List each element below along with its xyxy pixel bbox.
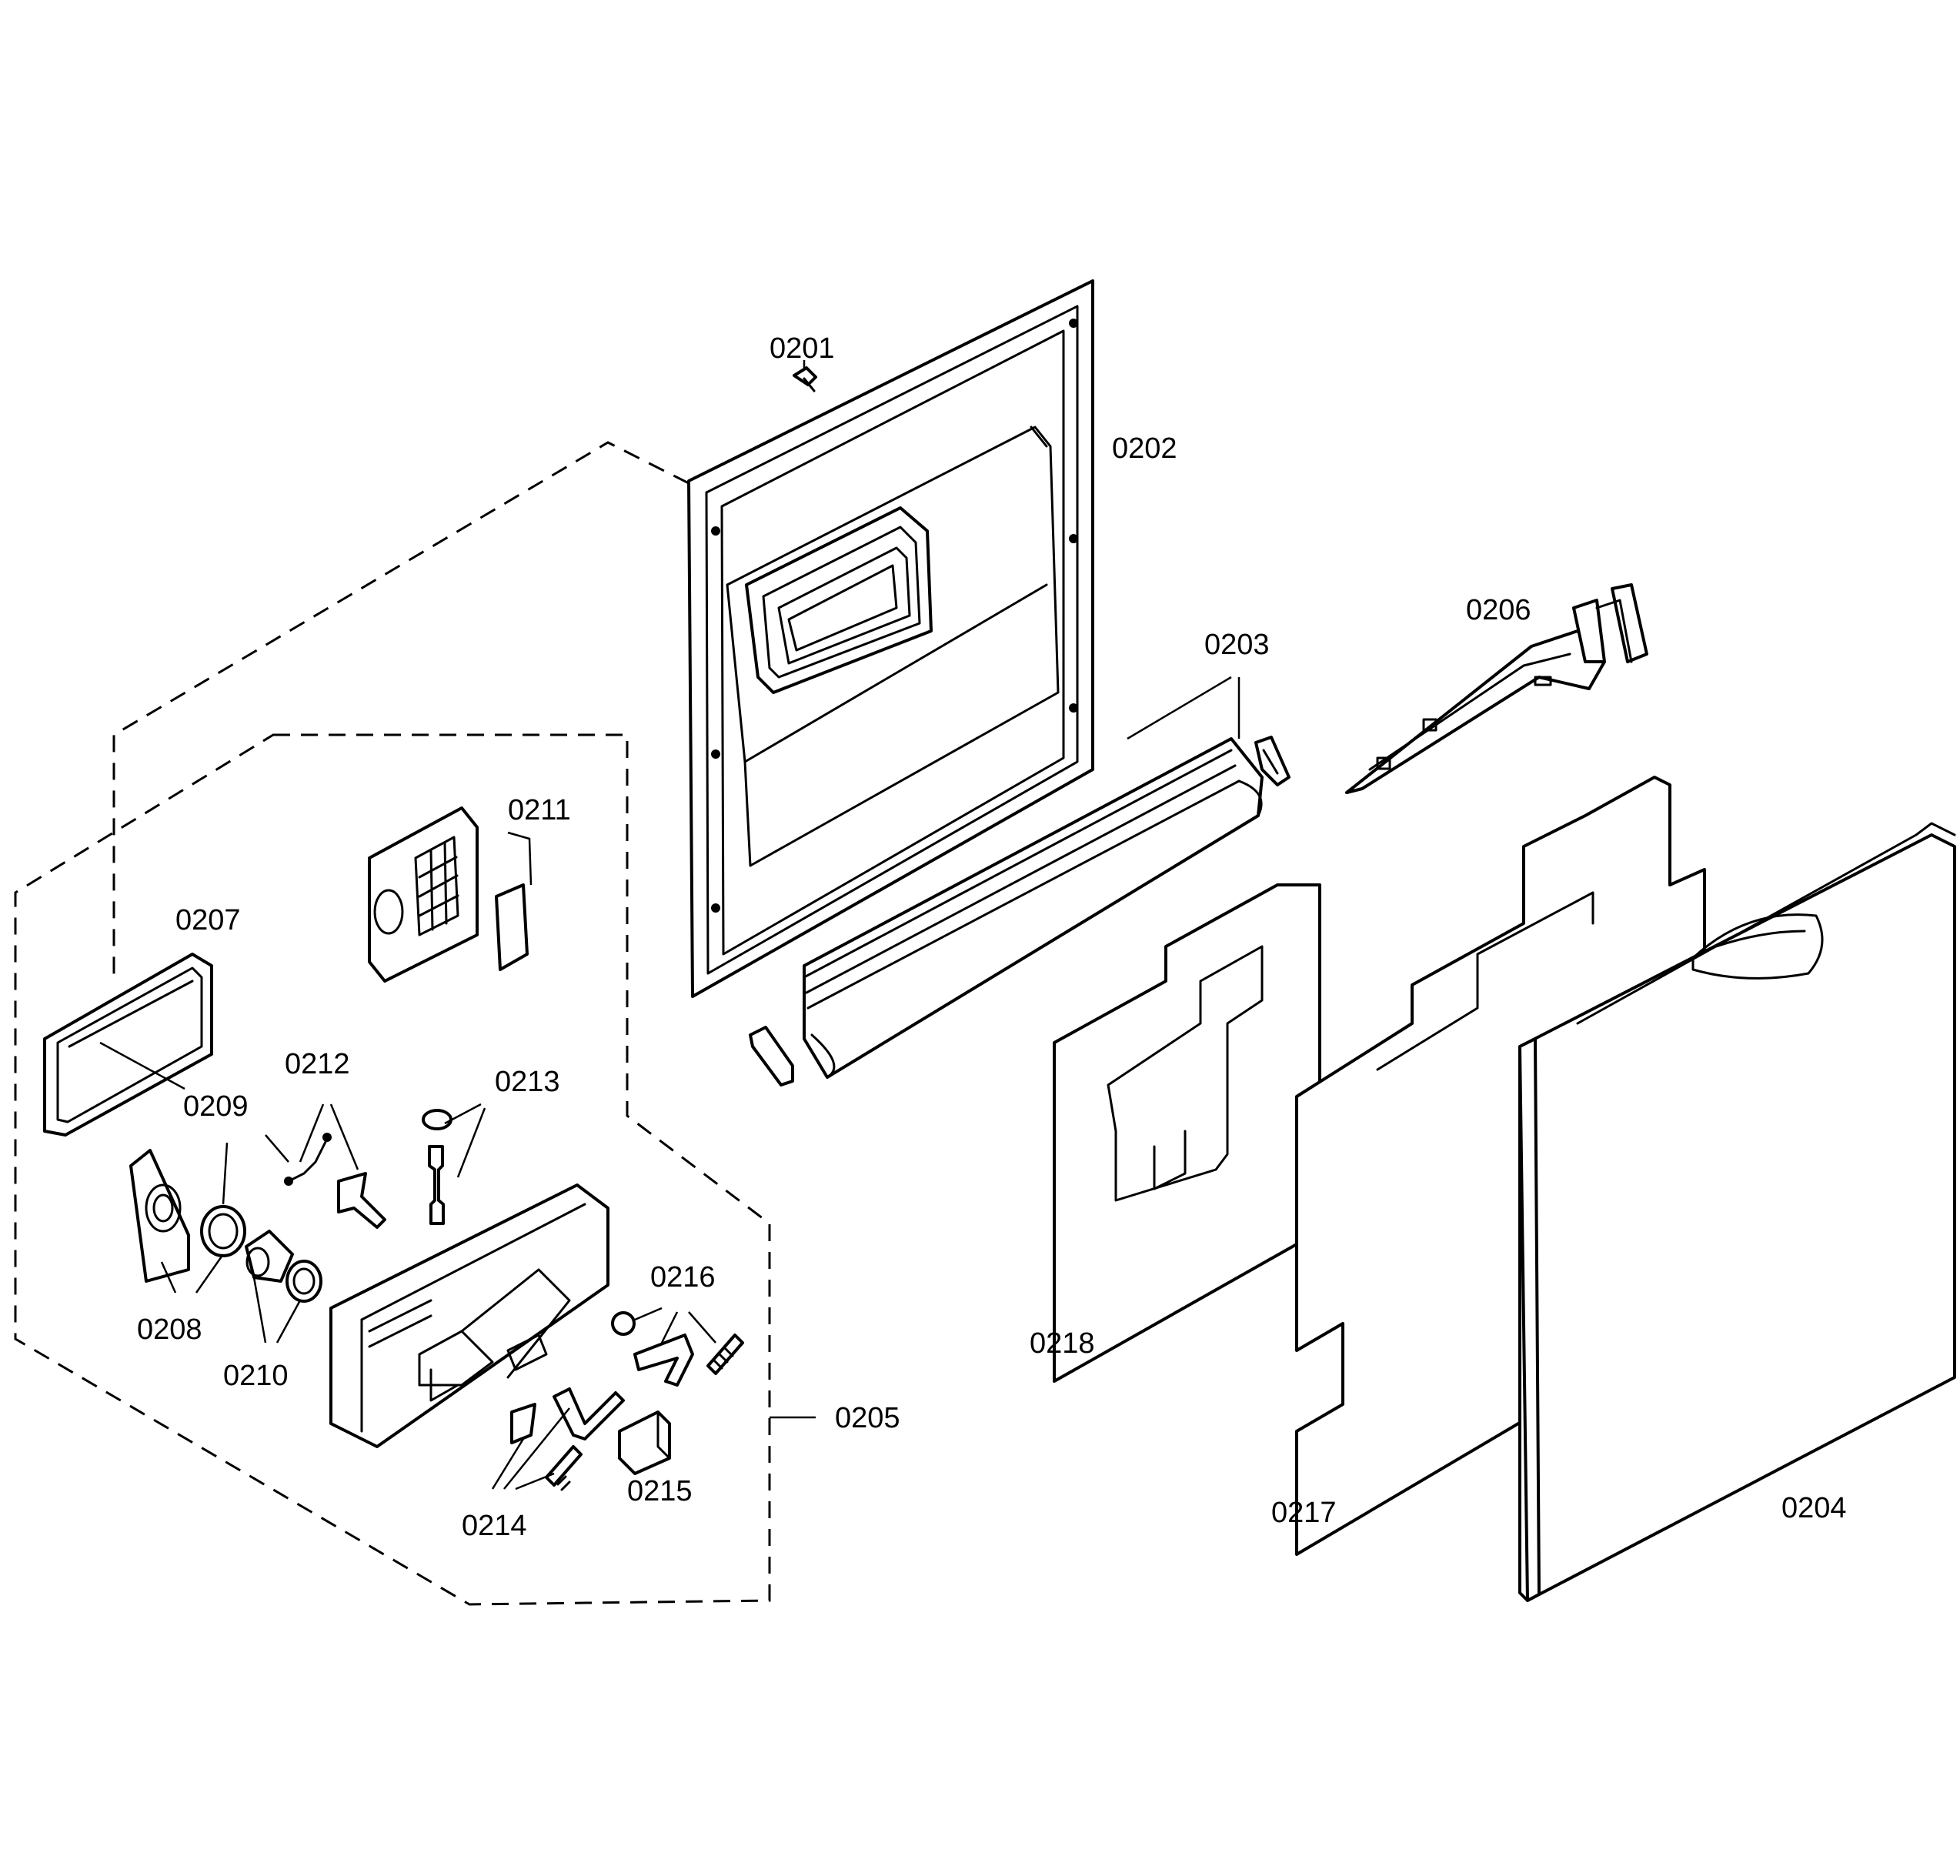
pivot-arm bbox=[633, 1334, 694, 1387]
latch-slider bbox=[510, 1403, 536, 1444]
label-0209: 0209 bbox=[183, 1090, 249, 1123]
solenoid-actuator bbox=[618, 1410, 671, 1475]
bearing-bushing bbox=[245, 1230, 294, 1283]
label-0203: 0203 bbox=[1204, 629, 1270, 661]
detergent-knob bbox=[129, 1149, 190, 1283]
plunger-rod bbox=[428, 1145, 445, 1225]
dispenser-assembly-outline bbox=[14, 733, 771, 1606]
door-hinge-bracket bbox=[1345, 583, 1648, 794]
vent-cover bbox=[368, 806, 479, 983]
right-end-clip bbox=[1254, 736, 1291, 786]
dispenser-gasket-frame bbox=[43, 953, 213, 1137]
torsion-spring bbox=[284, 1133, 332, 1186]
leader-lines bbox=[99, 360, 1240, 1490]
insulation-pad-outer bbox=[1295, 776, 1706, 1556]
dispenser-housing bbox=[329, 1183, 609, 1448]
compression-spring-left bbox=[545, 1445, 583, 1491]
compression-spring-right bbox=[706, 1334, 744, 1375]
insulation-pad-inner bbox=[1053, 883, 1321, 1383]
label-0214: 0214 bbox=[462, 1510, 527, 1542]
screw bbox=[793, 366, 817, 392]
label-0201: 0201 bbox=[770, 332, 835, 365]
pivot-ball bbox=[611, 1311, 636, 1336]
bottom-trim-strip bbox=[803, 737, 1264, 1079]
label-0206: 0206 bbox=[1466, 594, 1531, 626]
label-0208: 0208 bbox=[137, 1314, 202, 1346]
plunger-cap bbox=[422, 1109, 452, 1130]
label-0215: 0215 bbox=[627, 1475, 693, 1507]
label-0211: 0211 bbox=[508, 794, 571, 826]
label-0217: 0217 bbox=[1271, 1497, 1337, 1529]
label-0212: 0212 bbox=[285, 1048, 350, 1080]
latch-hook bbox=[553, 1387, 625, 1440]
outer-door-panel bbox=[1518, 822, 1956, 1602]
label-0218: 0218 bbox=[1030, 1327, 1095, 1360]
label-0207: 0207 bbox=[175, 904, 241, 936]
label-0202: 0202 bbox=[1112, 432, 1177, 465]
left-end-clip bbox=[749, 1026, 794, 1087]
seal-ring bbox=[200, 1205, 246, 1257]
label-0204: 0204 bbox=[1781, 1492, 1847, 1524]
detergent-module-outline bbox=[112, 441, 690, 977]
label-0205: 0205 bbox=[835, 1402, 900, 1434]
release-lever bbox=[337, 1172, 386, 1229]
label-0213: 0213 bbox=[495, 1066, 560, 1098]
dispenser-cutout bbox=[745, 506, 933, 694]
label-0210: 0210 bbox=[223, 1360, 289, 1392]
o-ring bbox=[285, 1260, 322, 1303]
vent-filter bbox=[495, 883, 529, 971]
label-0216: 0216 bbox=[650, 1261, 716, 1294]
